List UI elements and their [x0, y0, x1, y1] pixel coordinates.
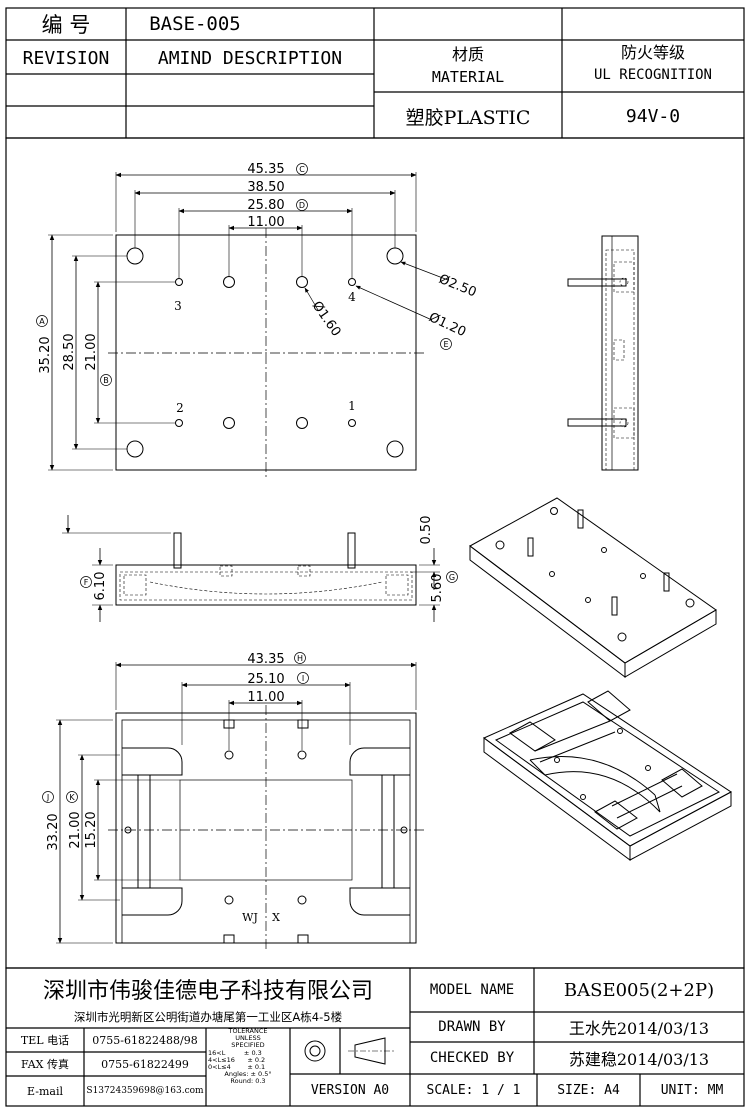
dim-b1: 38.50	[247, 180, 284, 195]
dim-f-tag: F	[84, 578, 89, 587]
dim-e: 11.00	[247, 215, 284, 230]
dim-050: 0.50	[419, 516, 434, 545]
ul-value: 94V-0	[625, 105, 681, 127]
checked-value: 苏建稳2014/03/13	[568, 1050, 710, 1069]
company-address: 深圳市光明新区公明街道办塘尾第一工业区A栋4-5楼	[73, 1010, 343, 1024]
dim-bottom-11: 11.00	[247, 690, 284, 705]
dim-b-tag: B	[103, 376, 109, 385]
pin-hole	[223, 276, 235, 288]
pin-hole	[296, 276, 308, 288]
pin-1-label: 1	[348, 399, 356, 413]
code-label: 编 号	[41, 13, 91, 37]
front-view	[62, 515, 458, 622]
pin-2-label: 2	[176, 401, 184, 415]
dim-b2: 21.00	[84, 333, 99, 370]
dim-d-tag: D	[299, 201, 305, 210]
drawn-value: 王水先2014/03/13	[568, 1019, 710, 1038]
isometric-top-view	[469, 497, 717, 679]
dim-f: 6.10	[93, 572, 108, 601]
company-name: 深圳市伟骏佳德电子科技有限公司	[42, 979, 373, 1004]
description-label: AMIND DESCRIPTION	[157, 47, 343, 69]
email-value: S13724359698@163.com	[86, 1086, 204, 1096]
drawn-label: DRAWN BY	[438, 1019, 506, 1035]
dim-j-tag: J	[46, 793, 49, 802]
dim-k-tag: K	[69, 793, 75, 802]
tolerance-row: 16<L ± 0.3	[208, 1048, 262, 1057]
header-grid	[5, 7, 745, 139]
dim-a-tag: A	[39, 317, 45, 326]
mount-hole	[386, 440, 404, 458]
hole-250-label: Ø2.50	[437, 272, 479, 301]
pin-hole	[296, 417, 308, 429]
dim-g-tag: G	[449, 573, 455, 582]
dim-e-tag: E	[443, 340, 448, 349]
dim-g: 5.60	[430, 574, 445, 603]
version-label: VERSION A0	[310, 1082, 390, 1098]
mount-hole	[126, 440, 144, 458]
tolerance-unless: UNLESS	[235, 1034, 261, 1043]
material-value: 塑胶PLASTIC	[405, 106, 531, 129]
x-mark: X	[272, 911, 280, 924]
dim-c: 45.35	[247, 162, 284, 177]
dim-c-tag: C	[299, 165, 305, 174]
revision-label: REVISION	[22, 47, 110, 69]
dim-i-tag: I	[302, 674, 304, 683]
tolerance-title: TOLERANCE	[228, 1027, 268, 1035]
tolerance-round: Round: 0.3	[230, 1077, 266, 1086]
model-label: MODEL NAME	[429, 982, 515, 998]
title-block-grid	[5, 967, 745, 1107]
front-view-labels: 6.10 F 0.50 5.60 G	[84, 516, 455, 603]
fax-value: 0755-61822499	[101, 1057, 189, 1071]
model-value: BASE005(2+2P)	[563, 979, 715, 1001]
tolerance-angles: Angles: ± 0.5°	[224, 1070, 272, 1079]
ul-en: UL RECOGNITION	[593, 67, 712, 83]
dim-b: 28.50	[62, 333, 77, 370]
scale-label: SCALE: 1 / 1	[426, 1082, 521, 1098]
dim-h-tag: H	[297, 654, 303, 663]
fax-label: FAX 传真	[21, 1058, 69, 1071]
pin-hole	[223, 417, 235, 429]
dim-d: 25.80	[247, 198, 284, 213]
code-value: BASE-005	[149, 13, 241, 35]
top-view	[36, 163, 452, 478]
mount-hole	[386, 247, 404, 265]
pin-4-label: 4	[348, 290, 356, 304]
wj-mark: WJ	[242, 911, 258, 924]
pin-3-label: 3	[174, 299, 182, 313]
mount-hole	[126, 247, 144, 265]
material-cn: 材质	[451, 45, 484, 64]
projection-symbol-icon	[304, 1037, 395, 1065]
size-label: SIZE: A4	[557, 1082, 620, 1098]
isometric-bottom-view	[483, 690, 732, 861]
pin-hole	[348, 419, 356, 427]
tel-label: TEL 电话	[20, 1034, 70, 1047]
checked-label: CHECKED BY	[429, 1050, 515, 1066]
ul-cn: 防火等级	[620, 43, 685, 62]
tolerance-specified: SPECIFIED	[231, 1041, 265, 1050]
dim-j: 33.20	[46, 813, 61, 850]
hole-120-label: Ø1.20	[426, 310, 468, 340]
dim-k3: 15.20	[84, 811, 99, 848]
tel-value: 0755-61822488/98	[92, 1033, 198, 1047]
main-frame	[5, 137, 745, 969]
bottom-view-labels: 43.35 H 25.10 I 11.00 33.20 J 21.00 K 15…	[46, 652, 304, 924]
tolerance-row: 4<L≤16 ± 0.2	[208, 1055, 266, 1064]
hole-160-label: Ø1.60	[309, 299, 344, 340]
dim-a: 35.20	[38, 336, 53, 373]
email-label: E-mail	[27, 1084, 63, 1098]
material-en: MATERIAL	[431, 68, 505, 86]
dim-h: 43.35	[247, 652, 284, 667]
unit-label: UNIT: MM	[660, 1082, 724, 1098]
top-view-labels: 45.35 C 38.50 25.80 D 11.00 35.20 A 28.5…	[38, 162, 478, 415]
pin-hole	[348, 278, 356, 286]
tolerance-row: 0<L≤4 ± 0.1	[208, 1063, 266, 1072]
dim-k2: 21.00	[68, 811, 83, 848]
right-side-view	[567, 235, 639, 471]
dim-i: 25.10	[247, 672, 284, 687]
pin-hole	[175, 278, 183, 286]
pin-hole	[175, 419, 183, 427]
bottom-view	[42, 652, 424, 950]
tolerance-box: TOLERANCE UNLESS SPECIFIED 16<L ± 0.3 4<…	[208, 1027, 288, 1106]
